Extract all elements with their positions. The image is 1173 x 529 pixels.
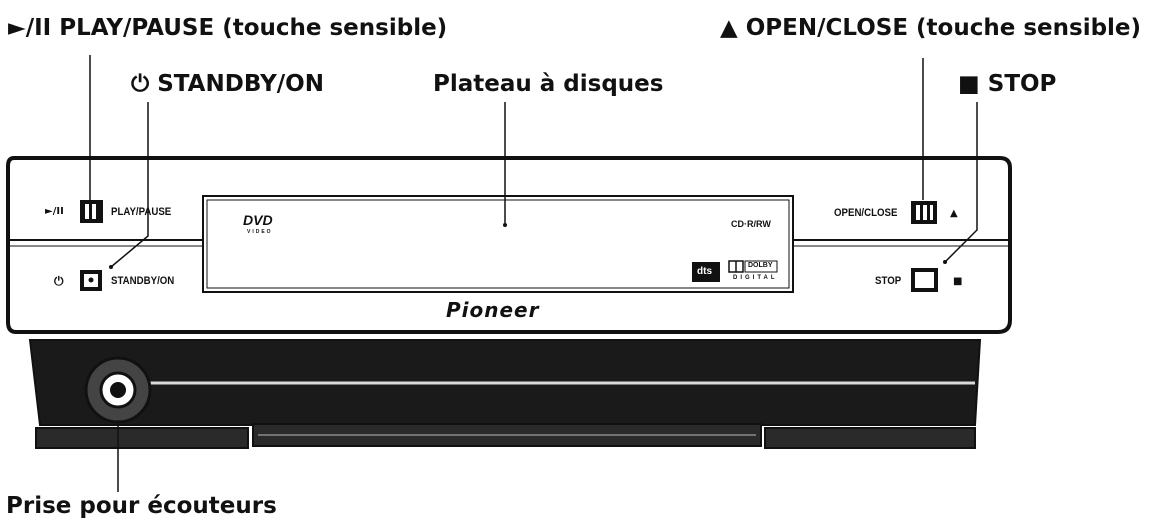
panel-open-close-label: OPEN/CLOSE [834,207,898,219]
callout-headphone-jack: Prise pour écouteurs [6,493,277,519]
dolby-logo: DOLBY [748,262,773,269]
cd-logo: CD·R/RW [731,219,771,229]
callout-open-close: ▲ OPEN/CLOSE (touche sensible) [720,14,1141,42]
panel-stop-label: STOP [875,275,902,287]
brand-logo: Pioneer [446,298,540,322]
panel-play-pause-symbol: ►/II [45,206,64,217]
panel-standby-symbol: ⏻ [54,274,64,288]
stop-symbol: ■ [958,71,980,97]
callout-disc-tray: Plateau à disques [433,71,664,97]
play-pause-button [80,200,103,223]
callout-stop: ■ STOP [958,70,1056,98]
open-close-button [911,201,937,224]
dts-badge [692,262,720,282]
open-close-callout-text: OPEN/CLOSE (touche sensible) [745,15,1142,41]
callout-standby: ⏻ STANDBY/ON [131,70,324,98]
leader-standby [110,102,149,268]
standby-callout-text: STANDBY/ON [157,71,324,97]
callout-play-pause: ►/II PLAY/PAUSE (touche sensible) [8,14,447,42]
dts-logo: dts [697,266,712,277]
stop-button [911,268,938,292]
panel-standby-label: STANDBY/ON [111,275,175,287]
eject-symbol: ▲ [720,15,738,41]
play-pause-callout-text: PLAY/PAUSE (touche sensible) [59,15,448,41]
play-pause-symbol: ►/II [8,15,52,41]
dvd-logo: DVD [243,212,273,228]
stop-callout-text: STOP [987,71,1057,97]
disc-tray-pointer-dot [503,223,507,227]
standby-button [80,270,102,291]
digital-logo: DIGITAL [733,275,778,281]
leader-stop [944,102,978,263]
dvd-video-sub: VIDEO [247,229,273,235]
panel-eject-symbol: ▲ [950,208,958,219]
left-foot [35,427,249,449]
right-foot [764,427,976,449]
panel-stop-symbol: ■ [953,276,963,287]
standby-symbol: ⏻ [131,71,150,97]
panel-play-pause-label: PLAY/PAUSE [111,206,172,218]
